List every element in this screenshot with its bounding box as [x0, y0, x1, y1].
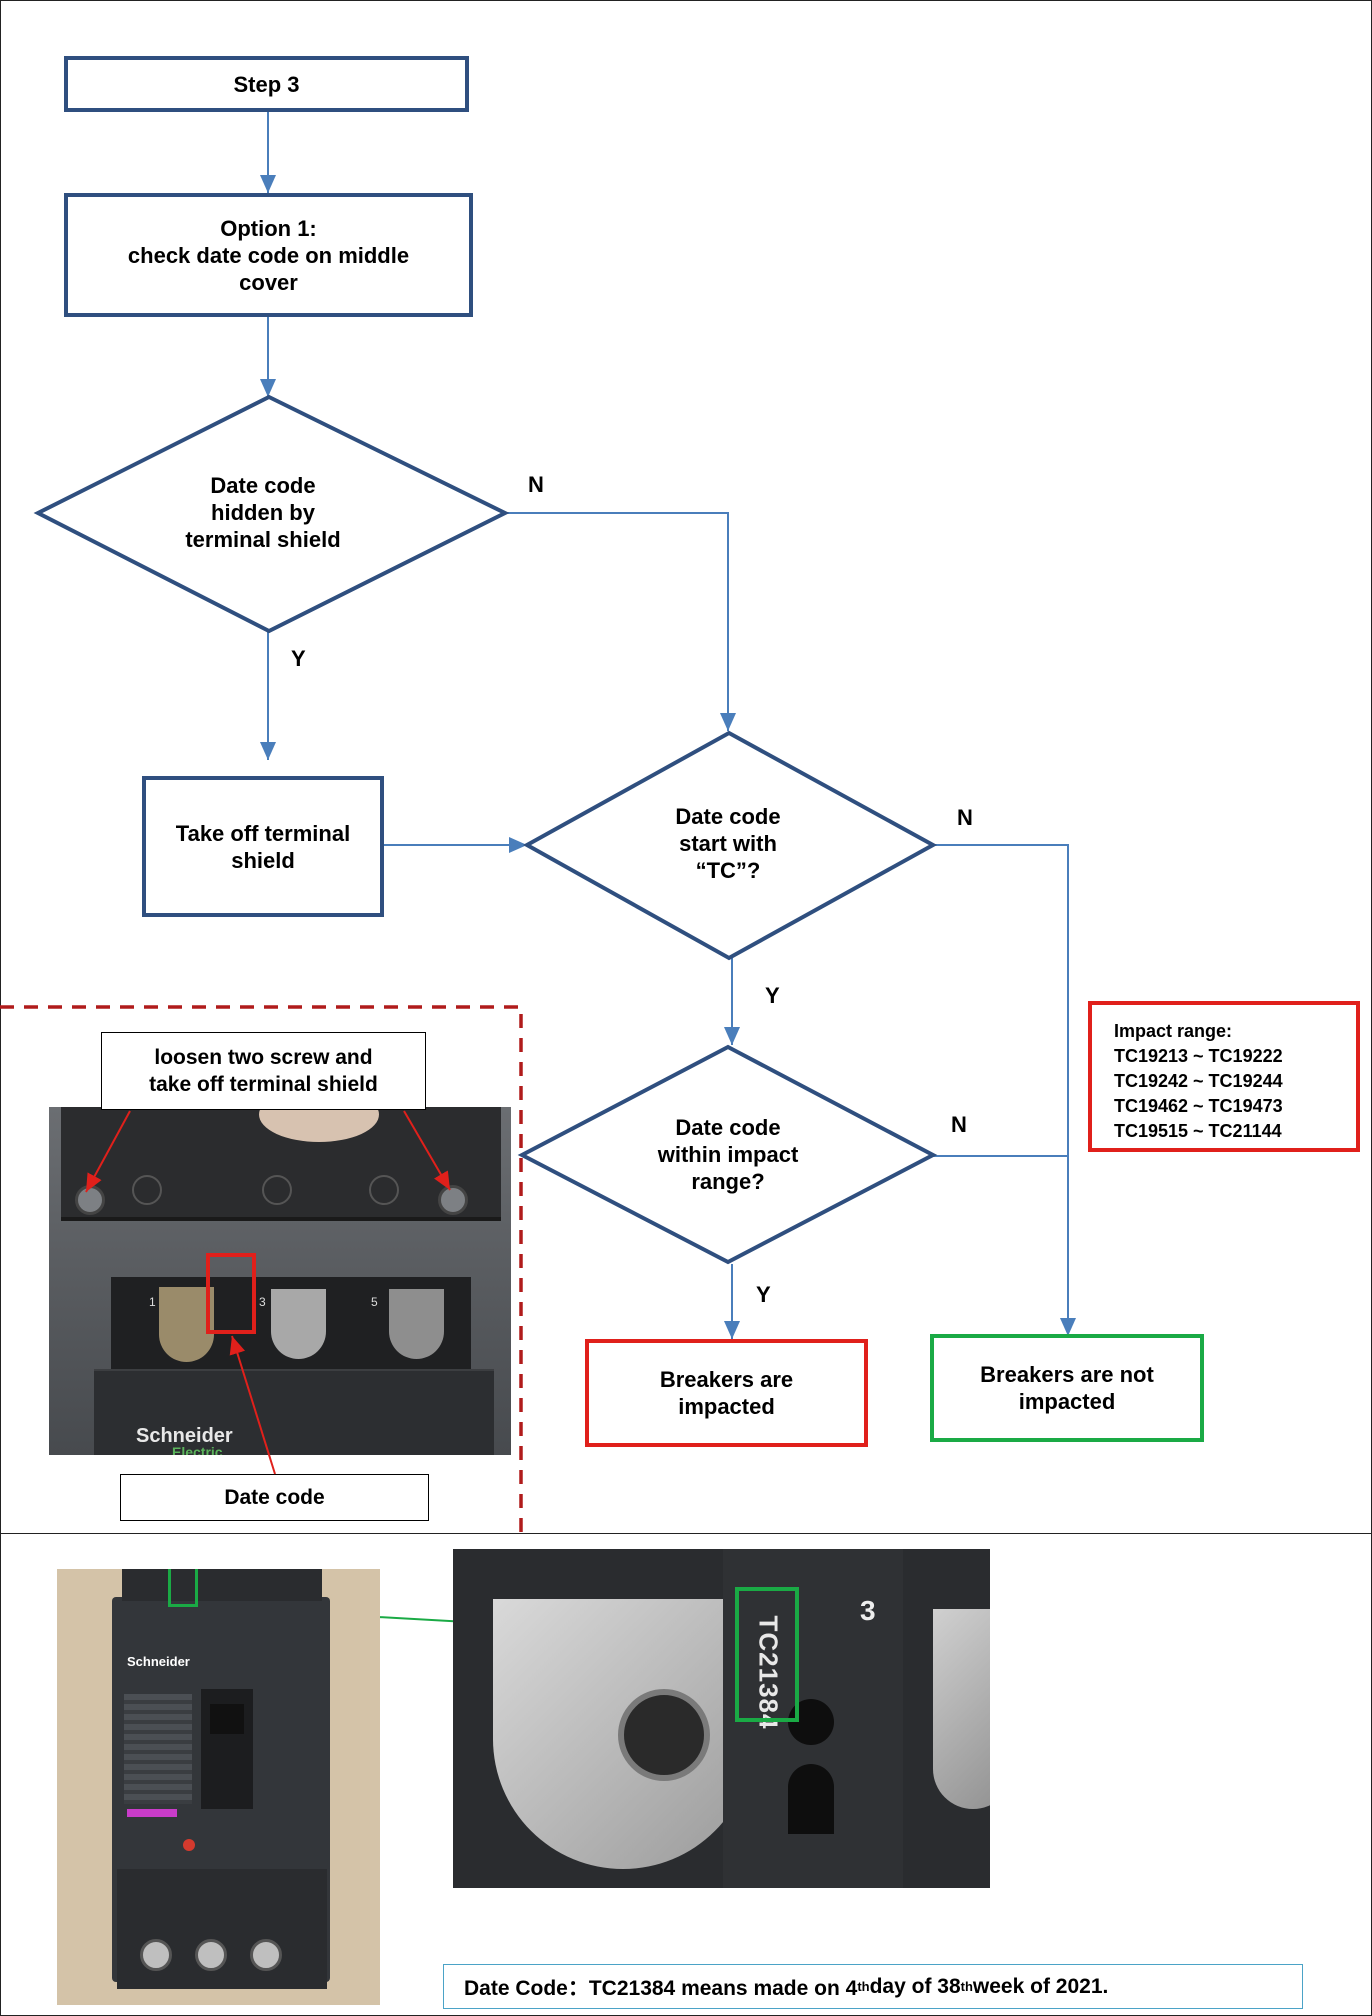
callout-arrow-date: [229, 1335, 276, 1475]
metal-terminal-right: [933, 1609, 990, 1809]
impact-range-item: TC19213 ~ TC19222: [1114, 1046, 1283, 1066]
label-y-hidden: Y: [291, 646, 306, 671]
terminal-number: 1: [149, 1295, 156, 1309]
hole-icon: [132, 1175, 162, 1205]
breaker-body: [94, 1369, 494, 1455]
terminal-hole: [140, 1939, 172, 1971]
terminal-number: 3: [259, 1295, 266, 1309]
hole-icon: [369, 1175, 399, 1205]
terminal-number: 5: [371, 1295, 378, 1309]
brand-logo: Schneider: [136, 1425, 233, 1447]
label-n-tc: N: [957, 805, 973, 830]
terminal-top: [122, 1569, 322, 1601]
label-plate: [124, 1694, 192, 1804]
callout-arrow-left: [85, 1110, 131, 1193]
decision-range-shape: [517, 1044, 938, 1265]
decision-tc-shape: [522, 730, 938, 961]
note-sup-2: th: [960, 1979, 973, 1994]
connector-hidden-no: [505, 512, 736, 731]
impact-range-box: Impact range: TC19213 ~ TC19222 TC19242 …: [1088, 1001, 1360, 1152]
slot-hole: [788, 1764, 834, 1834]
note-prefix: Date Code：TC21384 means made on 4: [464, 1976, 858, 2000]
label-y-tc: Y: [765, 983, 780, 1008]
brand-logo: Schneider: [127, 1654, 190, 1669]
code-highlight-large: [735, 1587, 799, 1722]
terminal-shield-photo: 1 3 5 Schneider Electric: [49, 1107, 511, 1455]
decision-range-text: Date code within impact range?: [657, 1115, 799, 1194]
label-n-hidden: N: [528, 472, 544, 497]
connector-tc-no: [932, 844, 1076, 1336]
decision-hidden-text: Date code hidden by terminal shield: [185, 473, 341, 552]
impact-range-title: Impact range:: [1114, 1021, 1233, 1041]
terminal-cavity: [389, 1289, 444, 1359]
impacted-box: Breakers are impacted: [585, 1339, 868, 1447]
pole-number: 3: [860, 1595, 876, 1626]
impact-range-item: TC19515 ~ TC21144: [1114, 1121, 1282, 1141]
terminal-hole: [250, 1939, 282, 1971]
label-n-range: N: [951, 1112, 967, 1137]
impact-range-item: TC19462 ~ TC19473: [1114, 1096, 1283, 1116]
brand-logo-sub: Electric: [172, 1444, 223, 1455]
terminal-bottom: [117, 1869, 327, 1989]
date-code-highlight: [206, 1253, 256, 1334]
terminal-hole: [195, 1939, 227, 1971]
note-suffix: week of 2021.: [972, 1974, 1109, 1998]
date-code-zoom-photo: TC21384 3: [453, 1549, 990, 1888]
terminal-cavity: [159, 1287, 214, 1362]
code-highlight-small: [168, 1569, 198, 1607]
option-box: Option 1: check date code on middle cove…: [64, 193, 473, 317]
breaker-front-photo: Schneider: [57, 1569, 380, 2005]
rating-strip: [127, 1809, 177, 1817]
loosen-callout: loosen two screw and take off terminal s…: [101, 1032, 426, 1110]
test-button: [183, 1839, 195, 1851]
breaker-handle: [210, 1704, 244, 1734]
label-y-range: Y: [756, 1282, 771, 1307]
hole-icon: [262, 1175, 292, 1205]
step-box: Step 3: [64, 56, 469, 112]
take-off-box: Take off terminal shield: [142, 776, 384, 917]
decision-tc-text: Date code start with “TC”?: [675, 804, 781, 883]
not-impacted-box: Breakers are not impacted: [930, 1334, 1204, 1442]
impact-range-item: TC19242 ~ TC19244: [1114, 1071, 1283, 1091]
note-sup-1: th: [857, 1979, 870, 1994]
screw-icon: [438, 1185, 468, 1215]
decision-hidden-shape: [33, 394, 510, 634]
terminal-hole-large: [618, 1689, 710, 1781]
terminal-cavity: [271, 1289, 326, 1359]
note-middle: day of 38: [869, 1974, 961, 1998]
date-code-callout: Date code: [120, 1474, 429, 1521]
photo-region-border: [0, 1005, 523, 1534]
callout-arrow-right: [403, 1110, 451, 1191]
